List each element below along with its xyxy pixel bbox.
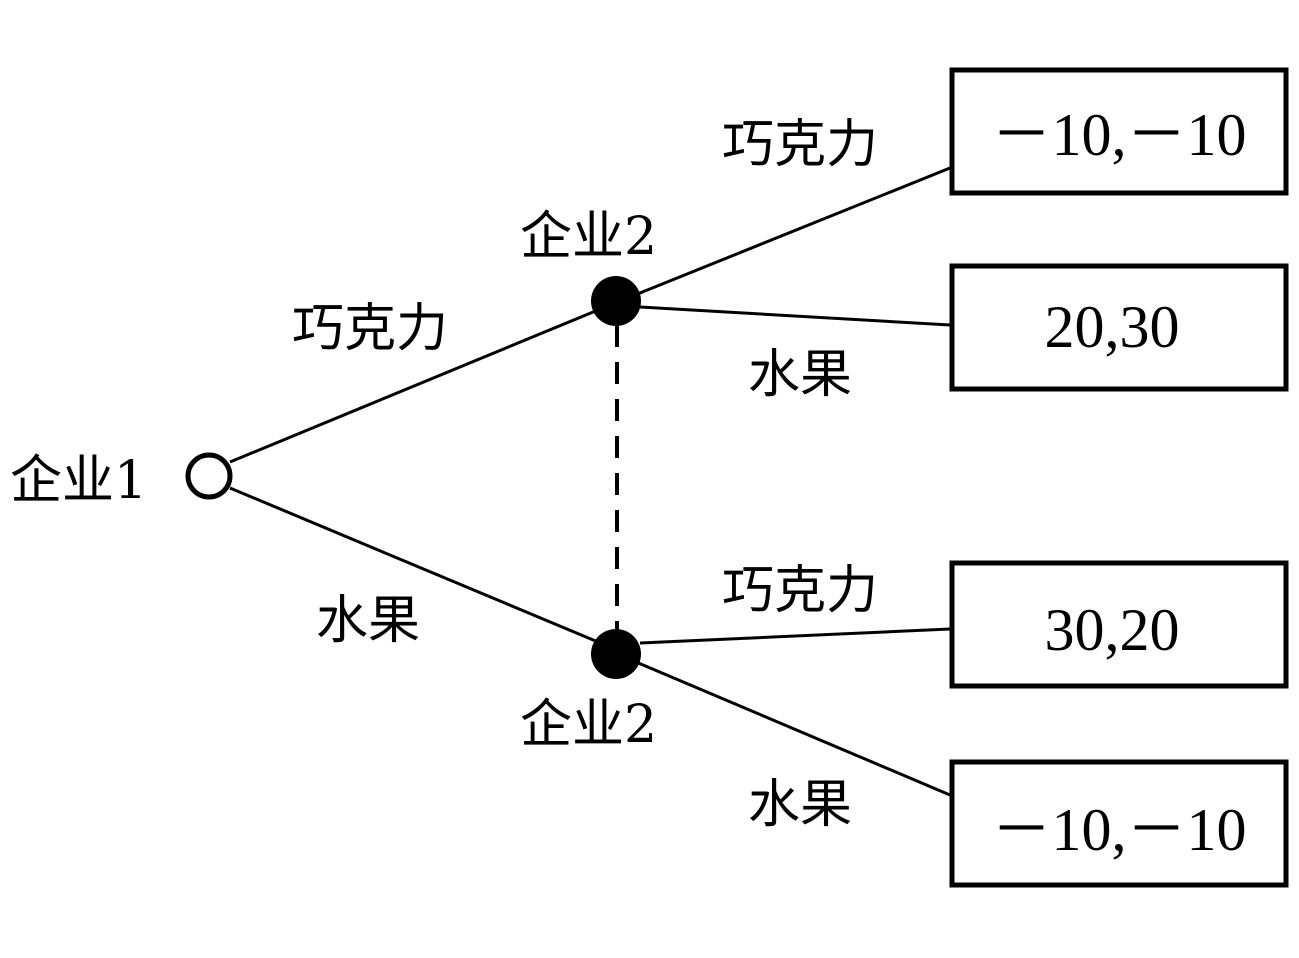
payoff-box-2: [949, 263, 1289, 392]
edge-root-upper: [229, 308, 599, 464]
edge-lower-chocolate: [639, 627, 951, 645]
root-node: [185, 452, 233, 500]
action-label-root-lower: 水果: [316, 591, 420, 651]
action-label-upper-fruit: 水果: [748, 345, 852, 405]
action-label-upper-chocolate: 巧克力: [722, 115, 878, 175]
action-label-lower-fruit: 水果: [748, 775, 852, 835]
payoff-box-1: [949, 67, 1289, 196]
lower-player-label: 企业2: [520, 695, 657, 755]
edge-root-lower: [229, 486, 599, 644]
edge-lower-fruit: [635, 660, 951, 797]
upper-player-label: 企业2: [520, 207, 657, 267]
payoff-text-2: 20,30: [1045, 294, 1180, 360]
upper-node: [591, 276, 641, 326]
action-label-lower-chocolate: 巧克力: [722, 561, 878, 621]
edge-upper-chocolate: [634, 166, 951, 297]
lower-node: [591, 629, 641, 679]
payoff-text-3: 30,20: [1045, 597, 1180, 663]
payoff-text-1: －10,－10: [992, 102, 1247, 168]
payoff-box-4: [949, 759, 1289, 888]
root-player-label: 企业1: [10, 451, 147, 511]
payoff-box-3: [949, 560, 1289, 689]
payoff-text-4: －10,－10: [992, 797, 1247, 863]
edge-upper-fruit: [639, 305, 951, 327]
action-label-root-upper: 巧克力: [292, 299, 448, 359]
